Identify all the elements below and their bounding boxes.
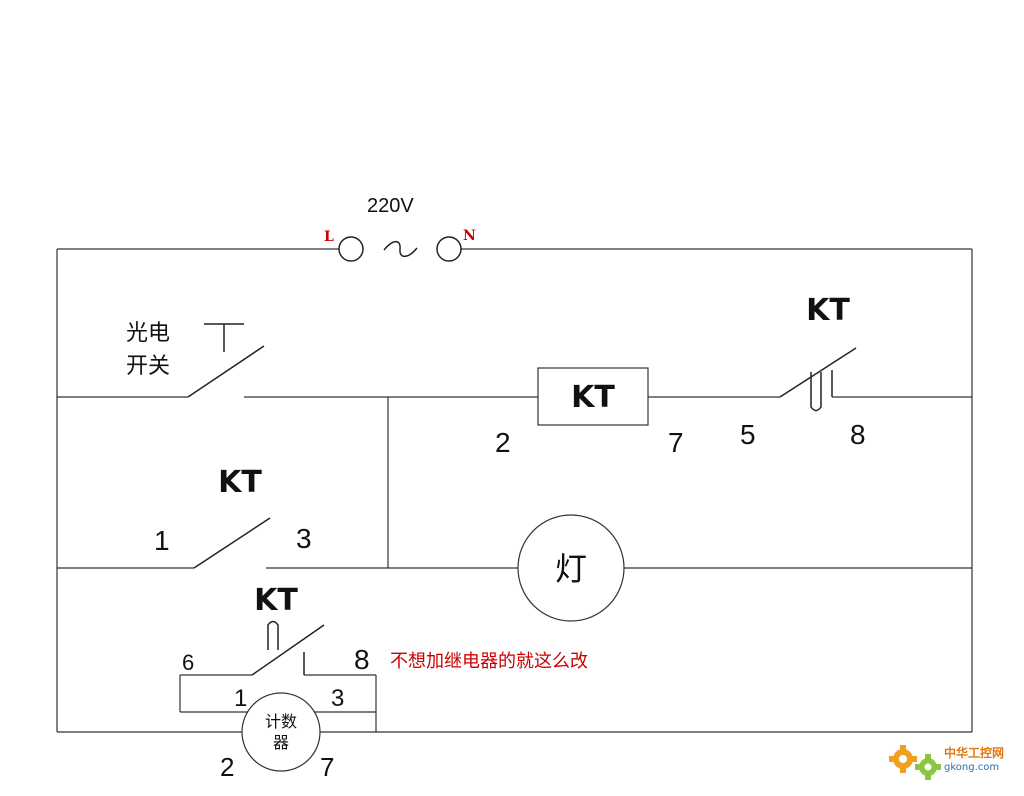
photo-switch: 光电 开关 xyxy=(126,321,265,398)
counter-pin-top-left: 1 xyxy=(234,685,247,712)
wiring xyxy=(56,248,973,733)
counter-pin-bottom-left: 2 xyxy=(220,752,234,782)
counter-label-line2: 器 xyxy=(273,733,289,752)
photo-switch-label-line1: 光电 xyxy=(126,321,170,346)
no-contact-label: KT xyxy=(218,465,262,500)
relay-coil: KT 2 7 xyxy=(495,367,684,458)
watermark-name: 中华工控网 xyxy=(944,745,1004,760)
line-terminal-circle xyxy=(338,236,364,262)
counter-label-line1: 计数 xyxy=(265,712,297,731)
ac-source: 220V L N xyxy=(324,195,476,262)
nc-contact-top-label: KT xyxy=(806,293,850,328)
nc-contact-bottom-delay-icon xyxy=(267,620,279,650)
counter-pin-bottom-right: 7 xyxy=(320,752,334,782)
nc-contact-top-blade xyxy=(779,347,857,398)
gear-icon xyxy=(889,745,941,780)
counter: 计数 器 1 3 2 7 xyxy=(220,685,344,782)
relay-coil-pin-right: 7 xyxy=(668,427,684,458)
nc-contact-top-pin-left: 5 xyxy=(740,419,756,450)
watermark-url: gkong.com xyxy=(944,762,999,773)
nc-contact-bottom-label: KT xyxy=(254,583,298,618)
nc-contact-top-delay-icon xyxy=(810,372,822,412)
neutral-terminal-label: N xyxy=(463,228,476,244)
relay-coil-label: KT xyxy=(571,380,615,415)
lamp-circle xyxy=(517,514,625,622)
nc-contact-top-pin-right: 8 xyxy=(850,419,866,450)
gkong-watermark: 中华工控网 gkong.com xyxy=(889,745,1004,780)
nc-contact-bottom-pin-left: 6 xyxy=(182,650,194,675)
no-contact: KT 1 3 xyxy=(154,465,312,569)
nc-contact-bottom: KT 6 8 xyxy=(182,583,370,676)
counter-circle xyxy=(241,692,321,772)
modification-note: 不想加继电器的就这么改 xyxy=(390,651,588,672)
source-voltage-label: 220V xyxy=(367,195,414,217)
counter-pin-top-right: 3 xyxy=(331,685,344,712)
nc-contact-bottom-pin-right: 8 xyxy=(354,644,370,675)
lamp: 灯 xyxy=(517,514,625,622)
no-contact-pin-right: 3 xyxy=(296,523,312,554)
nc-contact-bottom-blade xyxy=(251,624,325,676)
nc-contact-top: KT 5 8 xyxy=(740,293,866,450)
no-contact-blade xyxy=(193,517,271,569)
photo-switch-blade xyxy=(187,345,265,398)
neutral-terminal-circle xyxy=(436,236,462,262)
relay-coil-pin-left: 2 xyxy=(495,427,511,458)
relay-coil-box xyxy=(537,367,649,426)
ac-wave-icon xyxy=(383,240,418,258)
photo-switch-label-line2: 开关 xyxy=(126,354,170,379)
no-contact-pin-left: 1 xyxy=(154,525,170,556)
lamp-label: 灯 xyxy=(555,550,587,588)
line-terminal-label: L xyxy=(324,229,334,245)
